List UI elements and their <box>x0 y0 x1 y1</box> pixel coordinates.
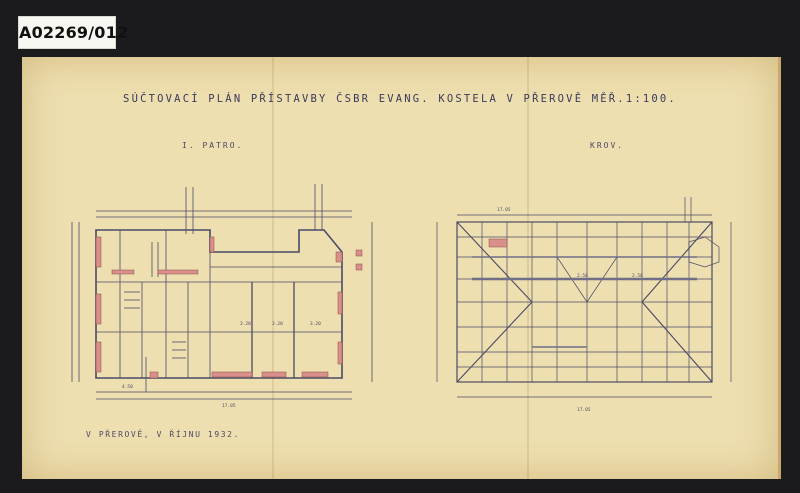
roof-truss-plan-drawing: 17.05 17.05 2.50 2.50 <box>436 197 732 413</box>
svg-text:3.20: 3.20 <box>310 321 321 327</box>
drawing-title: SÚČTOVACÍ PLÁN PŘÍSTAVBY ČSBR EVANG. KOS… <box>123 93 677 105</box>
svg-text:17.05: 17.05 <box>577 407 591 413</box>
sheet-fold <box>272 57 274 479</box>
drawing-sheet: SÚČTOVACÍ PLÁN PŘÍSTAVBY ČSBR EVANG. KOS… <box>22 57 781 479</box>
svg-text:4.50: 4.50 <box>122 384 133 390</box>
roof-plan-label: KROV. <box>590 141 625 150</box>
svg-text:3.20: 3.20 <box>272 321 283 327</box>
place-date-note: V PŘEROVĚ, V ŘÍJNU 1932. <box>86 430 240 439</box>
svg-text:17.05: 17.05 <box>497 207 511 213</box>
svg-text:3.20: 3.20 <box>240 321 251 327</box>
sheet-fold <box>527 57 529 479</box>
svg-text:2.50: 2.50 <box>577 273 588 279</box>
archive-id-label: A02269/012 <box>18 16 128 49</box>
svg-text:17.05: 17.05 <box>222 403 236 409</box>
svg-text:2.50: 2.50 <box>632 273 643 279</box>
first-floor-plan-drawing: 3.20 3.20 3.20 4.50 17.05 <box>71 184 373 409</box>
floor-plan-label: I. PATRO. <box>182 141 244 150</box>
